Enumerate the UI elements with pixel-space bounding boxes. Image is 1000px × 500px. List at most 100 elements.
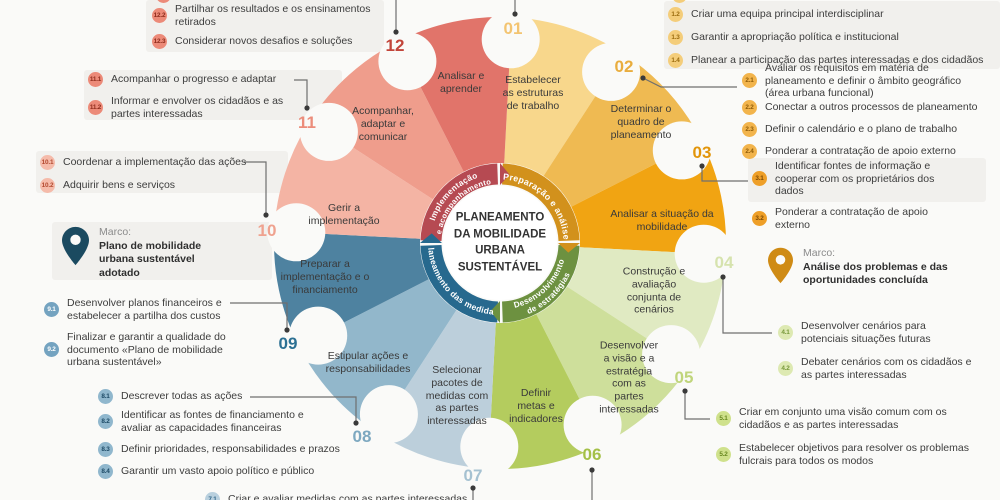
center-line: DA MOBILIDADE (453, 228, 547, 241)
notch-10 (267, 203, 326, 262)
activity-badge: 11.2 (88, 100, 103, 116)
band-12 (146, 0, 384, 52)
petal-label-08: Estipular ações e responsabilidades (325, 350, 411, 375)
petal-label-11: Acompanhar, adaptar e comunicar (352, 104, 414, 143)
notch-09 (289, 306, 348, 365)
activity-text: Criar em conjunto uma visão comum com os… (739, 406, 947, 431)
activity-badge: 5.1 (716, 411, 731, 427)
activity-badge: 10.2 (40, 178, 55, 193)
ring-arrow-1 (500, 163, 510, 185)
activity-item-5-2: 5.2 Estabelecer objetivos para resolver … (716, 442, 997, 467)
notch-07 (460, 417, 519, 476)
leader-04 (722, 277, 772, 334)
activity-text: Estabelecer objetivos para resolver os p… (739, 442, 969, 467)
activity-badge: 1.3 (668, 30, 683, 45)
activity-badge: 4.2 (778, 361, 793, 377)
leader-02 (642, 77, 737, 88)
activity-item-2-4: 2.4 Ponderar a contratação de apoio exte… (742, 144, 956, 159)
activity-text: Criar e avaliar medidas com as partes in… (228, 493, 468, 500)
milestone-title: Marco: (803, 247, 836, 259)
notch-08 (359, 385, 418, 444)
notch-06 (563, 395, 622, 454)
activity-item-1-4: 1.4 Planear a participação das partes in… (668, 53, 983, 68)
activity-badge: 11.1 (88, 72, 103, 87)
activity-text: Adquirir bens e serviços (63, 179, 176, 192)
petal-11 (310, 41, 464, 200)
notch-01 (481, 10, 540, 69)
activity-item-8-3: 8.3 Definir prioridades, responsabilidad… (98, 442, 340, 457)
center-line: URBANA (475, 245, 525, 257)
activity-text: Ponderar a contratação de apoio externo (775, 206, 928, 231)
center-line: SUSTENTÁVEL (457, 261, 543, 274)
ring-arrow-2 (558, 243, 580, 253)
segment-number-08: 08 (353, 427, 372, 446)
activity-badge: 2.4 (742, 144, 757, 159)
petal-02 (543, 53, 702, 207)
activity-item-8-2: 8.2 Identificar as fontes de financiamen… (98, 409, 326, 434)
notch-11 (299, 102, 358, 161)
activity-item-10-1: 10.1 Coordenar a implementação das ações (40, 155, 246, 170)
ring-arrow-4 (420, 233, 442, 243)
leader-03 (701, 166, 748, 182)
segment-number-04: 04 (715, 253, 734, 272)
activity-badge: 10.1 (40, 155, 55, 170)
activity-badge: 12.3 (152, 34, 167, 49)
activity-item-10-2: 10.2 Adquirir bens e serviços (40, 178, 175, 193)
notch-04 (674, 224, 733, 283)
activity-text: Descrever todas as ações (121, 390, 243, 403)
segment-number-10: 10 (258, 221, 277, 240)
activity-text: Avaliar os requisitos em matéria de plan… (765, 62, 962, 100)
activity-badge: 2.2 (742, 100, 757, 115)
activity-text: Identificar fontes de informação e coope… (775, 160, 935, 198)
ring-quadrant-3 (501, 244, 580, 323)
leader-08 (250, 396, 357, 422)
activity-badge: 8.1 (98, 389, 113, 404)
activity-badge: 8.3 (98, 442, 113, 457)
activity-text: Desenvolver cenários para potenciais sit… (801, 320, 931, 345)
notch-12 (378, 32, 437, 91)
center-line: PLANEAMENTO (455, 211, 545, 224)
petal-label-02: Determinar o quadro de planeamento (610, 102, 672, 141)
activity-text: Considerar novos desafios e soluções (175, 35, 353, 48)
petal-label-07: Selecionar pacotes de medidas com as par… (425, 364, 489, 428)
activity-item-2-1: 2.1 Avaliar os requisitos em matéria de … (742, 62, 983, 100)
wheel-center-title: PLANEAMENTO DA MOBILIDADE URBANA SUSTENT… (435, 210, 565, 277)
activity-item-2-3: 2.3 Definir o calendário e o plano de tr… (742, 122, 957, 137)
band-marco-left (52, 222, 272, 280)
activity-item-4-1: 4.1 Desenvolver cenários para potenciais… (778, 320, 941, 345)
segment-number-12: 12 (386, 36, 405, 55)
segment-number-11: 11 (298, 113, 316, 132)
center-circle (443, 186, 557, 300)
activity-badge: 2.3 (742, 122, 757, 137)
petal-08 (298, 279, 457, 433)
leader-10 (244, 161, 267, 214)
notch-02 (582, 42, 641, 101)
activity-badge: 9.1 (44, 302, 59, 318)
activity-text: Finalizar e garantir a qualidade do docu… (67, 331, 226, 369)
leader-09 (230, 302, 288, 329)
activity-item-12-3: 12.3 Considerar novos desafios e soluçõe… (152, 34, 352, 49)
activity-text: Conectar a outros processos de planeamen… (765, 101, 978, 114)
activity-text: Garantir a apropriação política e instit… (691, 31, 899, 44)
leader-05 (684, 391, 710, 420)
milestone-left: Marco: Plano de mobilidade urbana susten… (62, 226, 234, 281)
map-pin-icon (62, 226, 89, 281)
activity-item-7-1: 7.1 Criar e avaliar medidas com as parte… (205, 492, 467, 500)
activity-item-3-1: 3.1 Identificar fontes de informação e c… (752, 160, 957, 198)
map-pin-icon (768, 247, 793, 288)
activity-badge: 8.2 (98, 414, 113, 430)
ring-quadrant-1 (420, 163, 499, 242)
activity-item-8-1: 8.1 Descrever todas as ações (98, 389, 242, 404)
activity-badge: 8.4 (98, 464, 113, 479)
activity-badge: 9.2 (44, 342, 59, 358)
milestone-text: Plano de mobilidade urbana sustentável a… (99, 239, 202, 279)
activity-item-1-3: 1.3 Garantir a apropriação política e in… (668, 30, 899, 45)
activity-badge: 3.2 (752, 211, 767, 227)
activity-item-11-1: 11.1 Acompanhar o progresso e adaptar (88, 72, 276, 87)
activity-item-1-2: 1.2 Criar uma equipa principal interdisc… (668, 7, 884, 22)
activity-item-5-1: 5.1 Criar em conjunto uma visão comum co… (716, 406, 954, 431)
activity-item-3-2: 3.2 Ponderar a contratação de apoio exte… (752, 206, 943, 231)
